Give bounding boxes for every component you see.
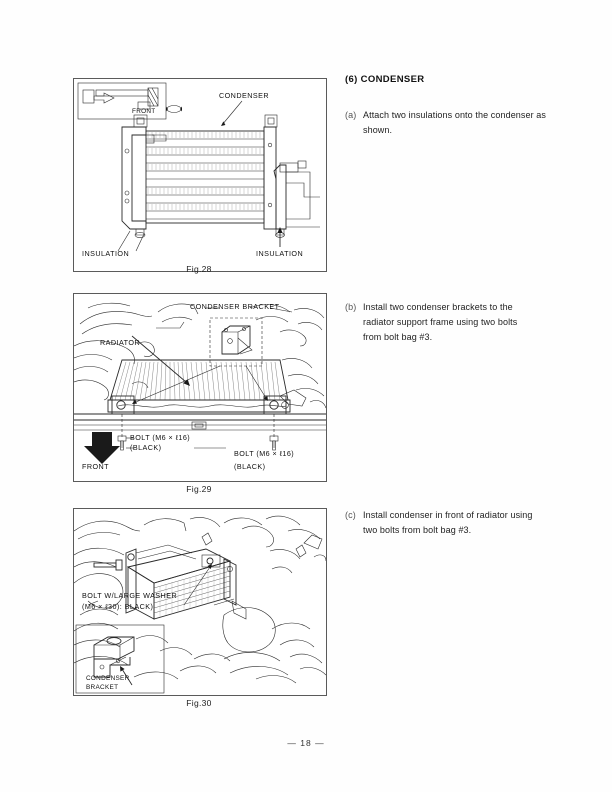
label-condenser: CONDENSER [219, 91, 269, 100]
figure-28: CONDENSER FRONT INSULATION INSULATION [73, 78, 327, 272]
label-insulation-left: INSULATION [82, 249, 130, 258]
label-insulation-right: INSULATION [256, 249, 304, 258]
instruction-marker-c: (c) [345, 510, 356, 520]
page-title: (6) CONDENSER [345, 74, 425, 85]
instruction-line: radiator support frame using two bolts [363, 317, 518, 327]
figure-28-drawing [77, 82, 320, 252]
figure-30-caption: Fig.30 [186, 698, 212, 708]
label-condenser-bracket-line1: CONDENSER [86, 675, 130, 682]
instruction-item-b: (b) Install two condenser brackets to th… [345, 300, 581, 345]
label-bolt-left-color: (BLACK) [130, 443, 162, 452]
label-bolt-left: BOLT (M6 × ℓ16) [130, 433, 191, 442]
figure-29-drawing [74, 302, 326, 464]
label-bolt-large-washer-line2: (M6 × ℓ30): BLACK) [82, 602, 154, 611]
label-radiator: RADIATOR [100, 338, 141, 347]
instruction-text-a: Attach two insulations onto the condense… [363, 108, 581, 138]
page-number: — 18 — [287, 738, 325, 748]
instruction-line: from bolt bag #3. [363, 332, 433, 342]
label-front: FRONT [82, 462, 110, 471]
instruction-line: Install condenser in front of radiator u… [363, 510, 533, 520]
label-condenser-bracket: CONDENSER BRACKET [190, 302, 280, 311]
label-condenser-bracket-line2: BRACKET [86, 684, 119, 691]
figure-28-caption: Fig.28 [186, 264, 212, 274]
label-bolt-right: BOLT (M6 × ℓ16) [234, 449, 295, 458]
label-bolt-large-washer-line1: BOLT W/LARGE WASHER [82, 591, 178, 600]
instruction-item-a: (a) Attach two insulations onto the cond… [345, 108, 581, 138]
label-bolt-right-color: (BLACK) [234, 462, 266, 471]
instruction-text-c: Install condenser in front of radiator u… [363, 508, 581, 538]
instruction-line: Install two condenser brackets to the [363, 302, 513, 312]
instruction-text-b: Install two condenser brackets to the ra… [363, 300, 581, 345]
instruction-marker-a: (a) [345, 110, 357, 120]
label-front: FRONT [132, 108, 156, 115]
figure-29-caption: Fig.29 [186, 484, 212, 494]
figure-30-drawing [74, 515, 326, 694]
figure-30: BOLT W/LARGE WASHER (M6 × ℓ30): BLACK) C… [73, 508, 327, 696]
figure-29: CONDENSER BRACKET RADIATOR BOLT (M6 × ℓ1… [73, 293, 327, 482]
instruction-item-c: (c) Install condenser in front of radiat… [345, 508, 581, 538]
instruction-marker-b: (b) [345, 302, 357, 312]
instruction-line: shown. [363, 125, 393, 135]
instruction-line: two bolts from bolt bag #3. [363, 525, 472, 535]
instruction-line: Attach two insulations onto the condense… [363, 110, 547, 120]
